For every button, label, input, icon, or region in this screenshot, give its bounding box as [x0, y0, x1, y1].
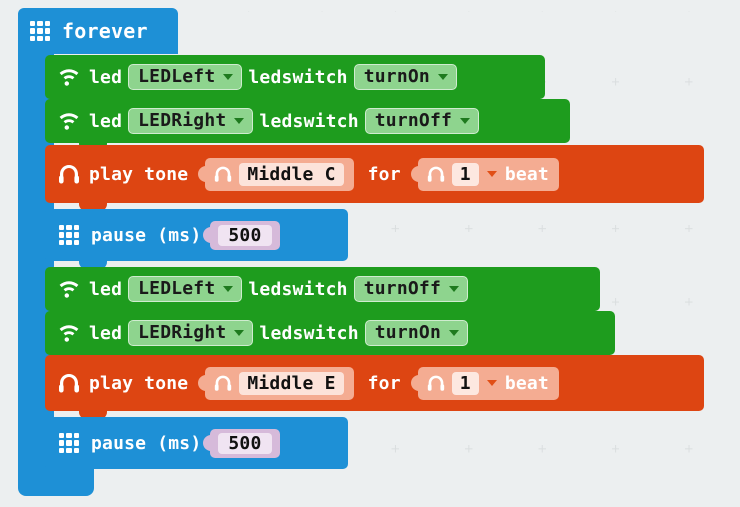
led-target-dropdown-0[interactable]: LEDLeft: [128, 63, 243, 91]
chevron-down-icon: [234, 118, 245, 124]
pause-label-0: pause (ms): [91, 224, 202, 246]
led-state-dropdown-2[interactable]: turnOff: [353, 275, 468, 303]
beat-unit-0: beat: [504, 163, 549, 185]
led-label-0: led: [89, 66, 123, 88]
wifi-signal-icon: [57, 67, 81, 87]
headphones-icon: [57, 163, 81, 185]
note-reporter-1[interactable]: Middle E: [198, 366, 354, 400]
for-label-1: for: [367, 372, 401, 394]
beat-value-0: 1: [451, 162, 479, 186]
led-label-1: led: [89, 110, 123, 132]
ledswitch-label-2: ledswitch: [248, 278, 348, 300]
led-label-2: led: [89, 278, 123, 300]
beat-reporter-1[interactable]: 1 beat: [410, 366, 559, 400]
wifi-signal-icon: [57, 111, 81, 131]
led-target-value-1: LEDRight: [138, 109, 227, 131]
chevron-down-icon: [449, 330, 459, 336]
block-led-0[interactable]: led LEDLeft ledswitch turnOn: [45, 55, 545, 107]
pause-duration-value-1: 500: [218, 432, 272, 454]
wifi-signal-icon: [57, 279, 81, 299]
block-play-tone-0[interactable]: play tone Middle C for: [45, 145, 704, 211]
led-label-3: led: [89, 322, 123, 344]
led-state-dropdown-3[interactable]: turnOn: [364, 319, 468, 347]
led-target-dropdown-3[interactable]: LEDRight: [128, 319, 254, 347]
chevron-down-icon[interactable]: [486, 171, 497, 177]
headphones-icon: [426, 374, 446, 392]
forever-top-notch: [52, 44, 80, 53]
led-state-value-3: turnOn: [374, 321, 441, 343]
note-value-1: Middle E: [239, 371, 344, 395]
chevron-down-icon: [460, 118, 471, 124]
block-pause-1[interactable]: pause (ms) 500: [45, 417, 348, 469]
beat-unit-1: beat: [504, 372, 549, 394]
puzzle-plug: [198, 375, 207, 391]
chevron-down-icon: [234, 330, 245, 336]
forever-foot-notch: [52, 458, 80, 467]
led-target-dropdown-2[interactable]: LEDLeft: [128, 275, 243, 303]
led-target-value-3: LEDRight: [138, 321, 227, 343]
headphones-icon: [426, 165, 446, 183]
play-tone-label-1: play tone: [89, 372, 189, 394]
led-matrix-icon: [30, 21, 50, 41]
puzzle-plug: [410, 166, 419, 182]
led-matrix-icon: [59, 225, 79, 245]
headphones-icon: [213, 374, 233, 392]
chevron-down-icon: [223, 74, 234, 80]
puzzle-plug: [410, 375, 419, 391]
pause-duration-value-0: 500: [218, 224, 272, 246]
note-value-0: Middle C: [239, 162, 344, 186]
beat-reporter-0[interactable]: 1 beat: [410, 157, 559, 191]
beat-value-1: 1: [451, 371, 479, 395]
ledswitch-label-3: ledswitch: [259, 322, 359, 344]
pause-duration-input-0[interactable]: 500: [203, 220, 280, 250]
led-target-value-2: LEDLeft: [138, 277, 216, 299]
chevron-down-icon: [223, 286, 234, 292]
puzzle-plug: [203, 227, 212, 243]
chevron-down-icon: [449, 286, 459, 292]
block-play-tone-1[interactable]: play tone Middle E for: [45, 355, 704, 419]
pause-duration-input-1[interactable]: 500: [203, 428, 280, 458]
wifi-signal-icon: [57, 323, 81, 343]
for-label-0: for: [367, 163, 401, 185]
block-led-2[interactable]: led LEDLeft ledswitch turnOff: [45, 267, 600, 319]
led-state-dropdown-1[interactable]: turnOff: [364, 107, 480, 135]
led-target-value-0: LEDLeft: [138, 65, 216, 87]
note-reporter-0[interactable]: Middle C: [198, 157, 354, 191]
led-matrix-icon: [59, 433, 79, 453]
block-led-3[interactable]: led LEDRight ledswitch turnOn: [45, 311, 615, 363]
puzzle-plug: [203, 435, 212, 451]
ledswitch-label-1: ledswitch: [259, 110, 359, 132]
play-tone-label-0: play tone: [89, 163, 189, 185]
led-state-value-2: turnOff: [363, 277, 441, 299]
led-target-dropdown-1[interactable]: LEDRight: [128, 107, 254, 135]
led-state-dropdown-0[interactable]: turnOn: [353, 63, 457, 91]
chevron-down-icon: [437, 74, 448, 80]
headphones-icon: [213, 165, 233, 183]
block-pause-0[interactable]: pause (ms) 500: [45, 209, 348, 269]
puzzle-plug: [198, 166, 207, 182]
chevron-down-icon[interactable]: [486, 380, 497, 386]
block-forever[interactable]: forever: [18, 8, 178, 54]
forever-label: forever: [62, 19, 148, 43]
pause-label-1: pause (ms): [91, 432, 202, 454]
led-state-value-1: turnOff: [374, 109, 453, 131]
headphones-icon: [57, 372, 81, 394]
led-state-value-0: turnOn: [363, 65, 430, 87]
block-led-1[interactable]: led LEDRight ledswitch turnOff: [45, 99, 570, 151]
ledswitch-label-0: ledswitch: [248, 66, 348, 88]
